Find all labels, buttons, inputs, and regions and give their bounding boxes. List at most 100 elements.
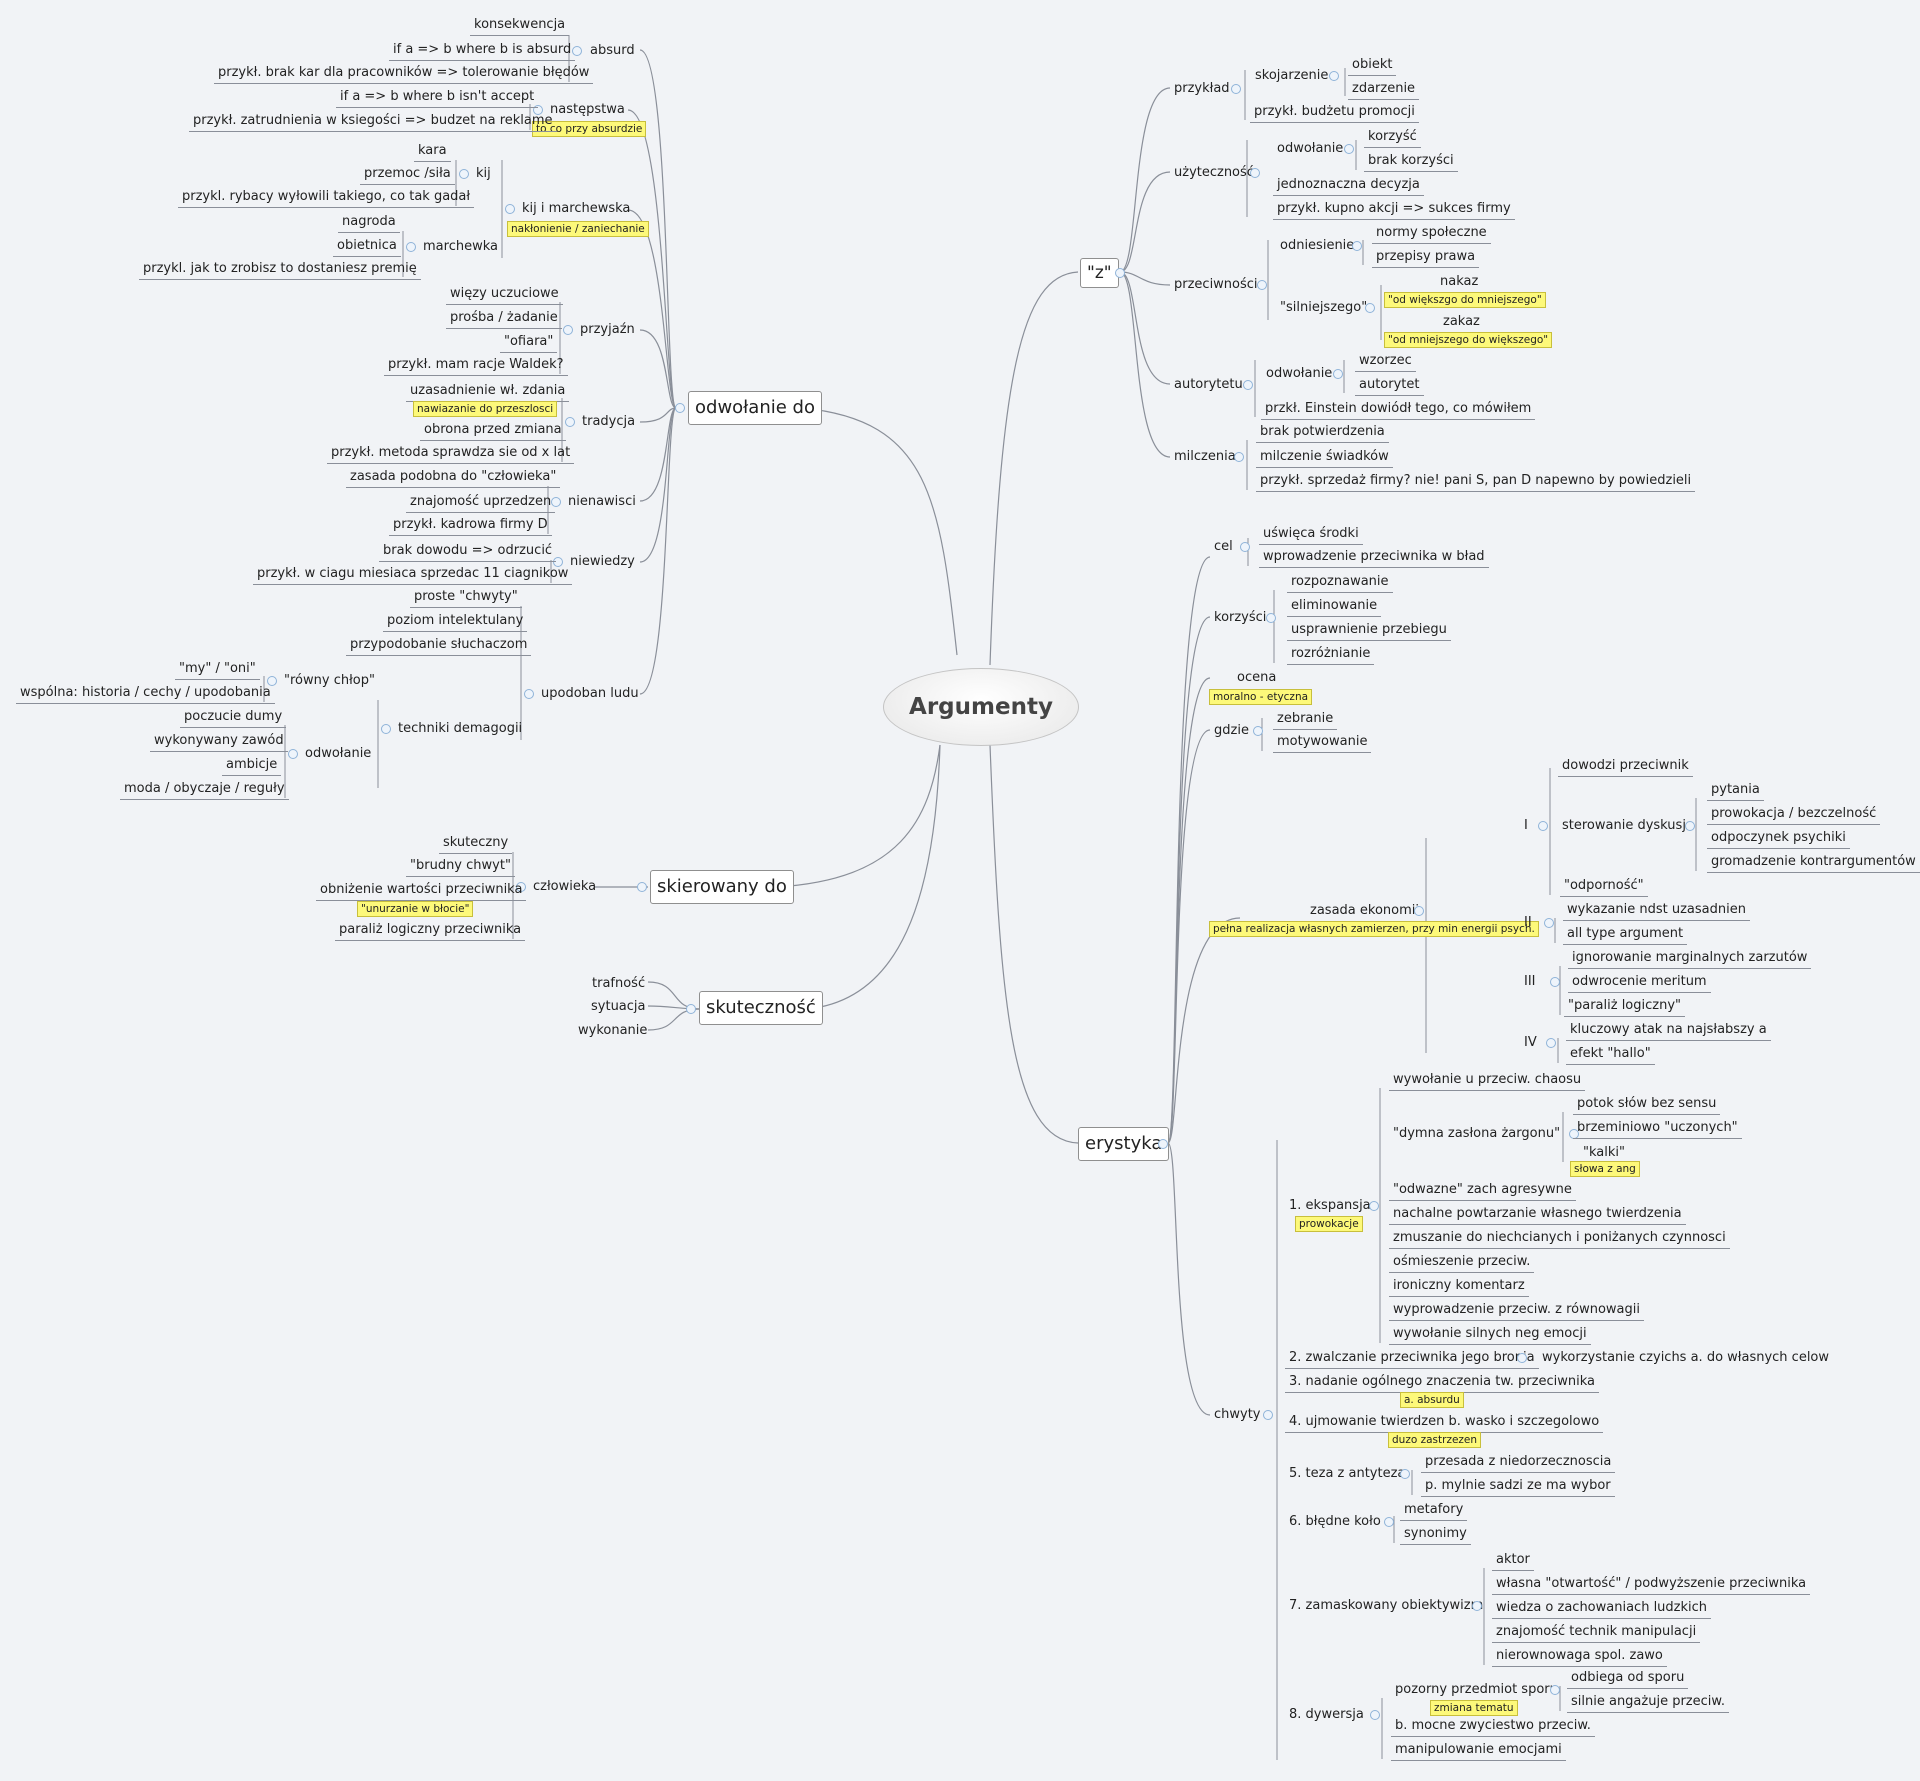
collapse-icon[interactable] <box>637 882 647 892</box>
collapse-icon[interactable] <box>1250 168 1260 178</box>
leaf-nierownowaga[interactable]: nierownowaga spol. zawo <box>1492 1648 1667 1667</box>
leaf-przyjazn-przyklad[interactable]: przykł. mam racje Waldek? <box>384 357 568 376</box>
leaf-mocne-zwyciestwo[interactable]: b. mocne zwyciestwo przeciw. <box>1391 1718 1595 1737</box>
collapse-icon[interactable] <box>1550 977 1560 987</box>
node-chwyt-2[interactable]: 2. zwalczanie przeciwnika jego bronia <box>1285 1350 1539 1369</box>
leaf-ironiczny[interactable]: ironiczny komentarz <box>1389 1278 1529 1297</box>
collapse-icon[interactable] <box>1231 84 1241 94</box>
leaf-rozpoznawanie[interactable]: rozpoznawanie <box>1287 574 1393 593</box>
collapse-icon[interactable] <box>1384 1517 1394 1527</box>
node-tradycja[interactable]: tradycja <box>582 414 636 429</box>
leaf-paraliz[interactable]: paraliż logiczny przeciwnika <box>335 922 526 941</box>
branch-skierowany-do[interactable]: skierowany do <box>650 870 794 904</box>
leaf-obietnica[interactable]: obietnica <box>333 238 401 257</box>
collapse-icon[interactable] <box>1257 280 1267 290</box>
node-uzytecznosc[interactable]: użyteczność <box>1174 165 1254 180</box>
collapse-icon[interactable] <box>1414 906 1424 916</box>
collapse-icon[interactable] <box>1369 1201 1379 1211</box>
leaf-odpornosc[interactable]: "odporność" <box>1560 878 1648 897</box>
leaf-potok[interactable]: potok słów bez sensu <box>1573 1096 1721 1115</box>
branch-odwolanie-do[interactable]: odwołanie do <box>688 391 822 425</box>
collapse-icon[interactable] <box>563 325 573 335</box>
collapse-icon[interactable] <box>1333 369 1343 379</box>
collapse-icon[interactable] <box>1365 303 1375 313</box>
collapse-icon[interactable] <box>1240 542 1250 552</box>
node-odwolanie-techniki[interactable]: odwołanie <box>305 746 372 761</box>
leaf-mylnie[interactable]: p. mylnie sadzi ze ma wybor <box>1421 1478 1615 1497</box>
collapse-icon[interactable] <box>1546 1038 1556 1048</box>
leaf-kara[interactable]: kara <box>414 143 451 162</box>
node-chwyt-3[interactable]: 3. nadanie ogólnego znaczenia tw. przeci… <box>1285 1374 1599 1393</box>
collapse-icon[interactable] <box>288 749 298 759</box>
leaf-normy[interactable]: normy społeczne <box>1372 225 1491 244</box>
leaf-odwrocenie[interactable]: odwrocenie meritum <box>1568 974 1711 993</box>
leaf-prosba[interactable]: prośba / żadanie <box>446 310 562 329</box>
leaf-uswieca[interactable]: uświęca środki <box>1259 526 1363 545</box>
leaf-wykazanie[interactable]: wykazanie ndst uzasadnien <box>1563 902 1750 921</box>
node-nastepstwa[interactable]: następstwa <box>550 102 625 117</box>
leaf-zakaz[interactable]: zakaz <box>1443 314 1480 329</box>
leaf-all-type[interactable]: all type argument <box>1563 926 1688 945</box>
collapse-icon[interactable] <box>1538 821 1548 831</box>
node-chwyt-6[interactable]: 6. błędne koło <box>1289 1514 1381 1529</box>
collapse-icon[interactable] <box>551 497 561 507</box>
node-silniejszego[interactable]: "silniejszego" <box>1280 300 1368 315</box>
leaf-zdarzenie[interactable]: zdarzenie <box>1348 81 1420 100</box>
node-III[interactable]: III <box>1524 974 1536 989</box>
leaf-konsekwencja[interactable]: konsekwencja <box>470 17 570 36</box>
leaf-wykorzystanie[interactable]: wykorzystanie czyichs a. do własnych cel… <box>1542 1350 1830 1365</box>
collapse-icon[interactable] <box>1550 1685 1560 1695</box>
leaf-niewiedzy-przyklad[interactable]: przykł. w ciagu miesiaca sprzedac 11 cia… <box>253 566 573 585</box>
leaf-brak-potwierdzenia[interactable]: brak potwierdzenia <box>1256 424 1389 443</box>
leaf-milczenie-swiadkow[interactable]: milczenie świadków <box>1256 449 1393 468</box>
leaf-synonimy[interactable]: synonimy <box>1400 1526 1471 1545</box>
leaf-obrona[interactable]: obrona przed zmiana <box>420 422 566 441</box>
leaf-brak-dowodu[interactable]: brak dowodu => odrzucić <box>379 543 557 562</box>
leaf-odbiega[interactable]: odbiega od sporu <box>1567 1670 1689 1689</box>
leaf-prowokacja[interactable]: prowokacja / bezczelność <box>1707 806 1881 825</box>
node-sterowanie[interactable]: sterowanie dyskusja <box>1562 818 1694 833</box>
collapse-icon[interactable] <box>565 417 575 427</box>
collapse-icon[interactable] <box>1329 71 1339 81</box>
node-czlowieka[interactable]: człowieka <box>533 879 597 894</box>
leaf-motywowanie[interactable]: motywowanie <box>1273 734 1372 753</box>
leaf-angazuje[interactable]: silnie angażuje przeciw. <box>1567 1694 1729 1713</box>
leaf-rozroznianie[interactable]: rozróżnianie <box>1287 646 1375 665</box>
leaf-uzasadnienie[interactable]: uzasadnienie wł. zdania <box>406 383 570 402</box>
leaf-sprzedaz[interactable]: przykł. sprzedaż firmy? nie! pani S, pan… <box>1256 473 1696 492</box>
collapse-icon[interactable] <box>505 204 515 214</box>
leaf-absurd-przyklad[interactable]: przykł. brak kar dla pracowników => tole… <box>214 65 594 84</box>
collapse-icon[interactable] <box>1266 613 1276 623</box>
leaf-metafory[interactable]: metafory <box>1400 1502 1468 1521</box>
collapse-icon[interactable] <box>675 403 685 413</box>
leaf-poczucie-dumy[interactable]: poczucie dumy <box>180 709 287 728</box>
collapse-icon[interactable] <box>516 882 526 892</box>
node-autorytetu[interactable]: autorytetu <box>1174 377 1243 392</box>
leaf-brzeminiowo[interactable]: brzeminiowo "uczonych" <box>1573 1120 1742 1139</box>
collapse-icon[interactable] <box>1472 1601 1482 1611</box>
leaf-wprowadzenie[interactable]: wprowadzenie przeciwnika w bład <box>1259 549 1489 568</box>
collapse-icon[interactable] <box>1243 380 1253 390</box>
leaf-obiekt[interactable]: obiekt <box>1348 57 1397 76</box>
leaf-kluczowy[interactable]: kluczowy atak na najsłabszy a <box>1566 1022 1771 1041</box>
node-kij-i-marchewska[interactable]: kij i marchewska <box>522 201 631 216</box>
node-rowny-chlop[interactable]: "równy chłop" <box>284 673 375 688</box>
node-milczenia[interactable]: milczenia <box>1174 449 1236 464</box>
collapse-icon[interactable] <box>1544 918 1554 928</box>
node-chwyty[interactable]: chwyty <box>1214 1407 1261 1422</box>
leaf-pytania[interactable]: pytania <box>1707 782 1764 801</box>
leaf-nagroda[interactable]: nagroda <box>338 214 400 233</box>
leaf-wyprowadzenie[interactable]: wyprowadzenie przeciw. z równowagii <box>1389 1302 1644 1321</box>
leaf-aktor[interactable]: aktor <box>1492 1552 1534 1571</box>
leaf-otwartosc[interactable]: własna "otwartość" / podwyższenie przeci… <box>1492 1576 1811 1595</box>
leaf-przemoc[interactable]: przemoc /siła <box>360 166 455 185</box>
node-nienawisci[interactable]: nienawisci <box>568 494 636 509</box>
leaf-wiezy[interactable]: więzy uczuciowe <box>446 286 563 305</box>
leaf-zmuszanie[interactable]: zmuszanie do niechcianych i poniżanych c… <box>1389 1230 1730 1249</box>
leaf-ignorowanie[interactable]: ignorowanie marginalnych zarzutów <box>1568 950 1812 969</box>
node-techniki-demagogii[interactable]: techniki demagogii <box>398 721 523 736</box>
collapse-icon[interactable] <box>459 169 469 179</box>
node-absurd[interactable]: absurd <box>590 43 635 58</box>
node-korzysci[interactable]: korzyści <box>1214 610 1267 625</box>
leaf-trafnosc[interactable]: trafność <box>592 976 646 991</box>
